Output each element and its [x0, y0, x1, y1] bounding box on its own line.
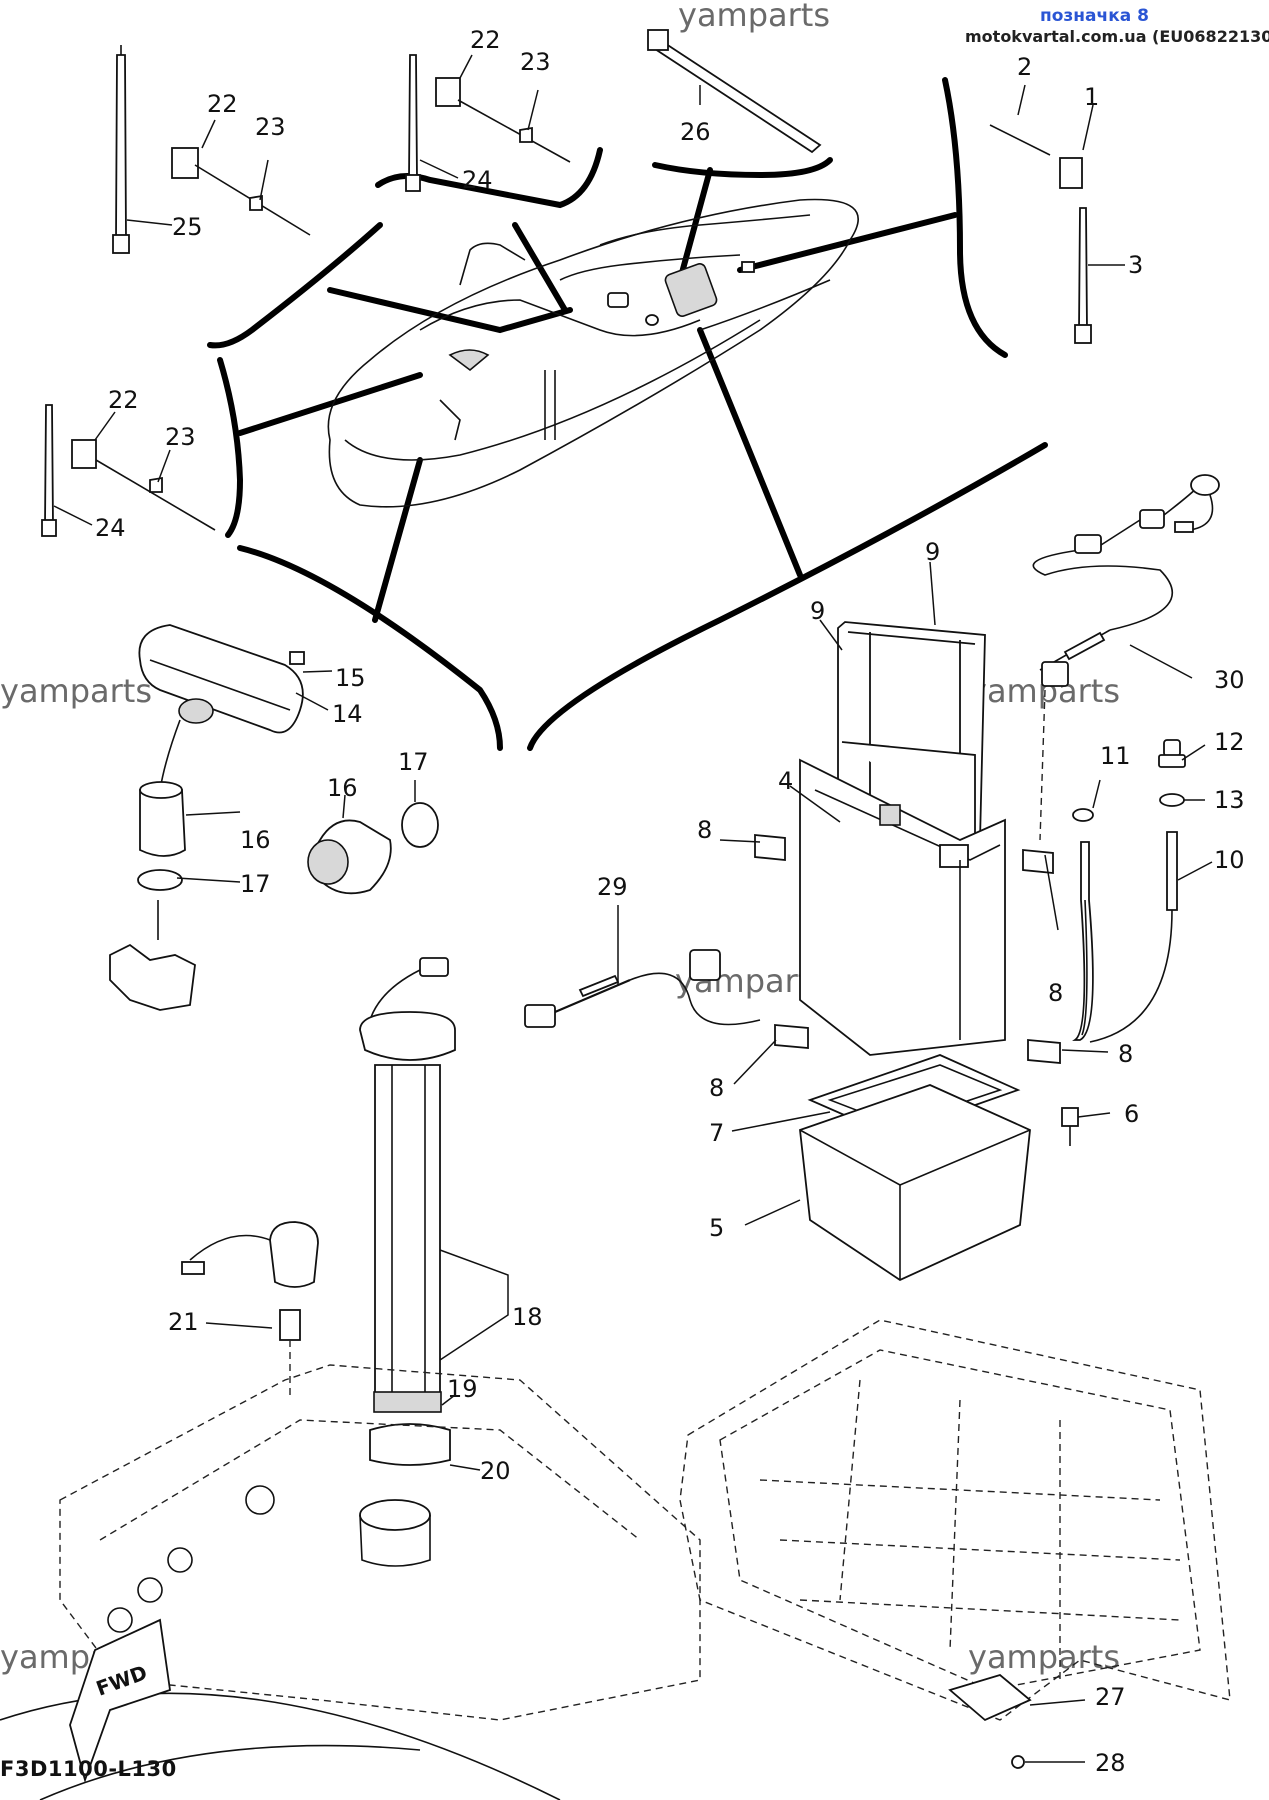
callout-23: 23: [520, 48, 551, 76]
header-source: motokvartal.com.ua (EU0682213000): [965, 27, 1269, 46]
callout-9: 9: [925, 538, 940, 566]
callout-17: 17: [398, 748, 429, 776]
callout-8: 8: [1048, 979, 1063, 1007]
callout-5: 5: [709, 1214, 724, 1242]
callout-25: 25: [172, 213, 203, 241]
battery-cables: [524, 474, 1220, 1028]
callout-20: 20: [480, 1457, 511, 1485]
callout-27: 27: [1095, 1683, 1126, 1711]
callout-11: 11: [1100, 742, 1131, 770]
fuel-sender-assembly: [181, 957, 509, 1471]
callout-24: 24: [95, 514, 126, 542]
callout-7: 7: [709, 1119, 724, 1147]
callout-8: 8: [709, 1074, 724, 1102]
cable-tie-26: [647, 29, 822, 154]
watercraft-hull: [327, 198, 859, 508]
clip-set-right: [989, 84, 1125, 344]
callout-9: 9: [810, 597, 825, 625]
battery-assembly: [719, 561, 1111, 1282]
diagram-code: F3D1100-L130: [0, 1757, 177, 1781]
callout-16: 16: [327, 774, 358, 802]
callout-6: 6: [1124, 1100, 1139, 1128]
callout-8: 8: [697, 816, 712, 844]
callout-29: 29: [597, 873, 628, 901]
watermark: yamparts: [0, 672, 152, 710]
callout-13: 13: [1214, 786, 1245, 814]
callout-22: 22: [108, 386, 139, 414]
callout-17: 17: [240, 870, 271, 898]
clip-group-left: [41, 404, 216, 537]
header-label: позначка 8: [1040, 6, 1149, 26]
callout-4: 4: [778, 767, 793, 795]
callout-30: 30: [1214, 666, 1245, 694]
callout-23: 23: [165, 423, 196, 451]
callout-2: 2: [1017, 53, 1032, 81]
callout-19: 19: [447, 1375, 478, 1403]
callout-18: 18: [512, 1303, 543, 1331]
callout-26: 26: [680, 118, 711, 146]
cable-tie-25: [112, 45, 173, 254]
callout-1: 1: [1084, 83, 1099, 111]
callout-22: 22: [470, 26, 501, 54]
group-brackets: [207, 77, 1048, 751]
fwd-arrow-icon: FWD: [69, 1618, 171, 1783]
callout-10: 10: [1214, 846, 1245, 874]
callout-14: 14: [332, 700, 363, 728]
callout-23: 23: [255, 113, 286, 141]
watermark: yamparts: [968, 1638, 1120, 1676]
watermark: yamparts: [678, 0, 830, 34]
callout-28: 28: [1095, 1749, 1126, 1777]
callout-16: 16: [240, 826, 271, 854]
fuel-filler-assembly: [109, 624, 439, 1011]
callout-12: 12: [1214, 728, 1245, 756]
callout-numbers: 1 2 3 4 5 6 7 8 8 8 8 9 9 10 11 12 13 14…: [95, 26, 1245, 1777]
lower-hull-left: [0, 1364, 701, 1800]
clip-22-pin-23-left: [171, 119, 311, 236]
engine-bed-frame: [679, 1319, 1231, 1769]
vent-hose: [1072, 739, 1213, 1043]
callout-8: 8: [1118, 1040, 1133, 1068]
callout-22: 22: [207, 90, 238, 118]
cable-tie-24-top: [405, 54, 571, 192]
callout-3: 3: [1128, 251, 1143, 279]
callout-21: 21: [168, 1308, 199, 1336]
callout-24: 24: [462, 166, 493, 194]
callout-15: 15: [335, 664, 366, 692]
